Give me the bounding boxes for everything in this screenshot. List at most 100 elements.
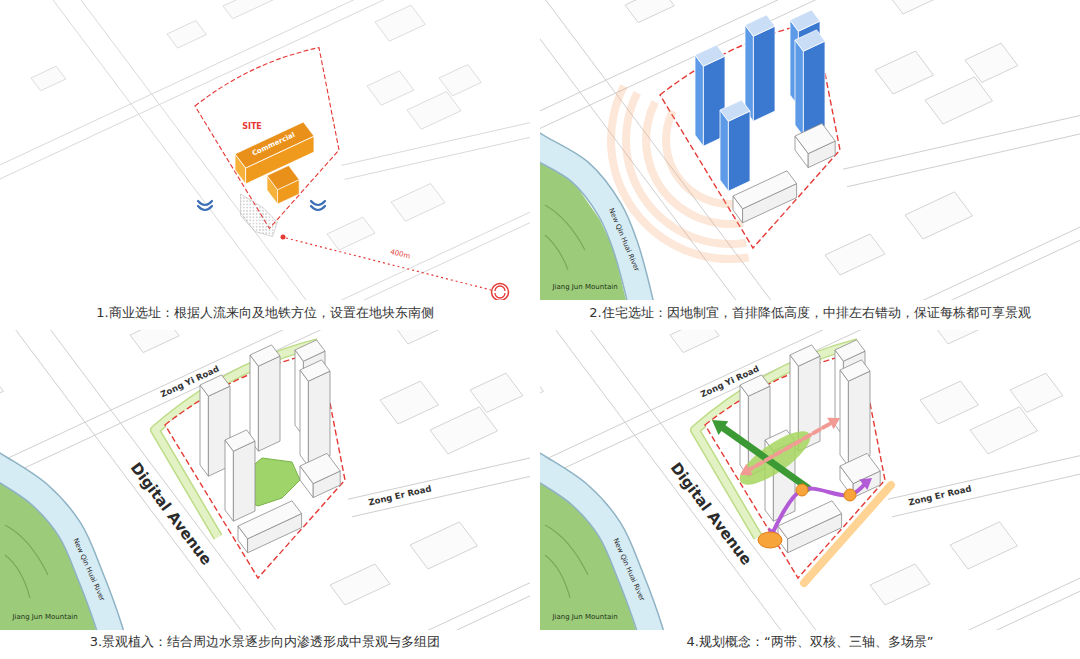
city-block (410, 522, 478, 569)
mountain-contour (545, 235, 568, 270)
road-edge (345, 91, 530, 179)
podium-face (840, 453, 880, 483)
city-block (407, 92, 461, 130)
building-outline (233, 120, 316, 186)
residential-tower (840, 360, 870, 466)
city-block (625, 0, 674, 23)
view-arc (607, 84, 749, 263)
commercial-volume (267, 166, 299, 205)
residential-tower (720, 100, 750, 191)
podium-face (733, 171, 797, 209)
city-block (367, 71, 414, 105)
residential-tower (745, 15, 775, 121)
city-block (870, 564, 930, 605)
city-block (391, 184, 445, 222)
city-block (167, 21, 206, 49)
concept-axis (720, 426, 808, 488)
commercial-belt (804, 485, 891, 583)
residential-tower-face (790, 10, 820, 31)
site-boundary (705, 352, 885, 578)
residential-tower-face (840, 370, 848, 466)
mountain-contour (5, 525, 48, 575)
city-block (0, 375, 4, 406)
road-label: Zong Er Road (908, 484, 973, 507)
residential-tower-face (740, 385, 748, 476)
building-label: Commercial (252, 132, 297, 159)
residential-tower-face (795, 30, 825, 51)
pedestrian-flow (311, 201, 325, 205)
city-block (130, 330, 179, 353)
city-block (380, 381, 439, 424)
site-plan (195, 48, 339, 237)
context-plan (0, 0, 530, 300)
road-edge (540, 0, 858, 300)
city-block (930, 330, 993, 344)
context-plan (0, 330, 530, 630)
city-block (965, 43, 1018, 82)
mountain-label: Jiang Jun Mountain (12, 614, 77, 622)
site-plan (607, 10, 840, 263)
panel-illustration (0, 0, 530, 300)
road-edge (0, 435, 530, 630)
residential-tower-face (295, 340, 325, 361)
arrow-head (740, 464, 753, 476)
residential-tower-face (300, 370, 308, 466)
road-edge (847, 76, 1080, 186)
core-node (844, 489, 856, 501)
residential-tower-face (225, 430, 255, 451)
road-label: Digital Avenue (667, 460, 755, 569)
river-label: New Qin Huai River (606, 207, 640, 273)
residential-tower-face (695, 45, 725, 66)
site-plan (155, 340, 345, 578)
city-block (430, 407, 498, 454)
podium-face (300, 453, 340, 483)
pedestrian-flow (311, 206, 325, 210)
residential-tower-face (250, 345, 280, 366)
city-block (885, 0, 948, 14)
city-block (670, 330, 719, 353)
panel-illustration (540, 330, 1080, 630)
arrow-head (827, 418, 840, 430)
core-node (796, 484, 808, 496)
panel-illustration (0, 330, 530, 630)
panel-illustration (540, 0, 1080, 300)
panel-caption: 2.住宅选址：因地制宜，首排降低高度，中排左右错动，保证每栋都可享景观 (589, 306, 1030, 320)
arrow-head (712, 420, 728, 435)
building-face (235, 122, 314, 168)
city-block (825, 234, 885, 275)
site-boundary (195, 48, 339, 229)
podium-face (795, 123, 835, 153)
panel-caption: 1.商业选址：根据人流来向及地铁方位，设置在地块东南侧 (96, 306, 433, 320)
city-block (327, 217, 375, 250)
city-block (920, 381, 979, 424)
site-label: SITE (242, 123, 262, 132)
entry-point (281, 235, 286, 240)
road-edge (540, 330, 903, 630)
city-block (905, 192, 973, 239)
road-edge (888, 389, 1080, 500)
site-plan (695, 340, 891, 583)
city-block (875, 51, 934, 94)
city-block (439, 65, 481, 96)
road-label: Zong Yi Road (699, 364, 760, 399)
podium (300, 453, 340, 497)
residential-tower-face (258, 356, 280, 451)
distance-line (286, 238, 491, 290)
commercial-volume-face (267, 166, 299, 190)
river-bank (0, 462, 115, 630)
residential-tower-face (300, 360, 330, 381)
river-label: New Qin Huai River (71, 537, 106, 602)
residential-tower-face (745, 15, 775, 36)
residential-tower-face (720, 110, 728, 191)
road-edge (341, 77, 530, 165)
city-block (390, 330, 453, 344)
road-edge (0, 0, 354, 300)
building-face (235, 154, 246, 184)
residential-tower-face (803, 41, 825, 136)
context-plan (540, 330, 1080, 630)
panel-caption: 3.景观植入：结合周边水景逐步向内渗透形成中景观与多组团 (90, 635, 440, 649)
view-fan (607, 84, 749, 263)
